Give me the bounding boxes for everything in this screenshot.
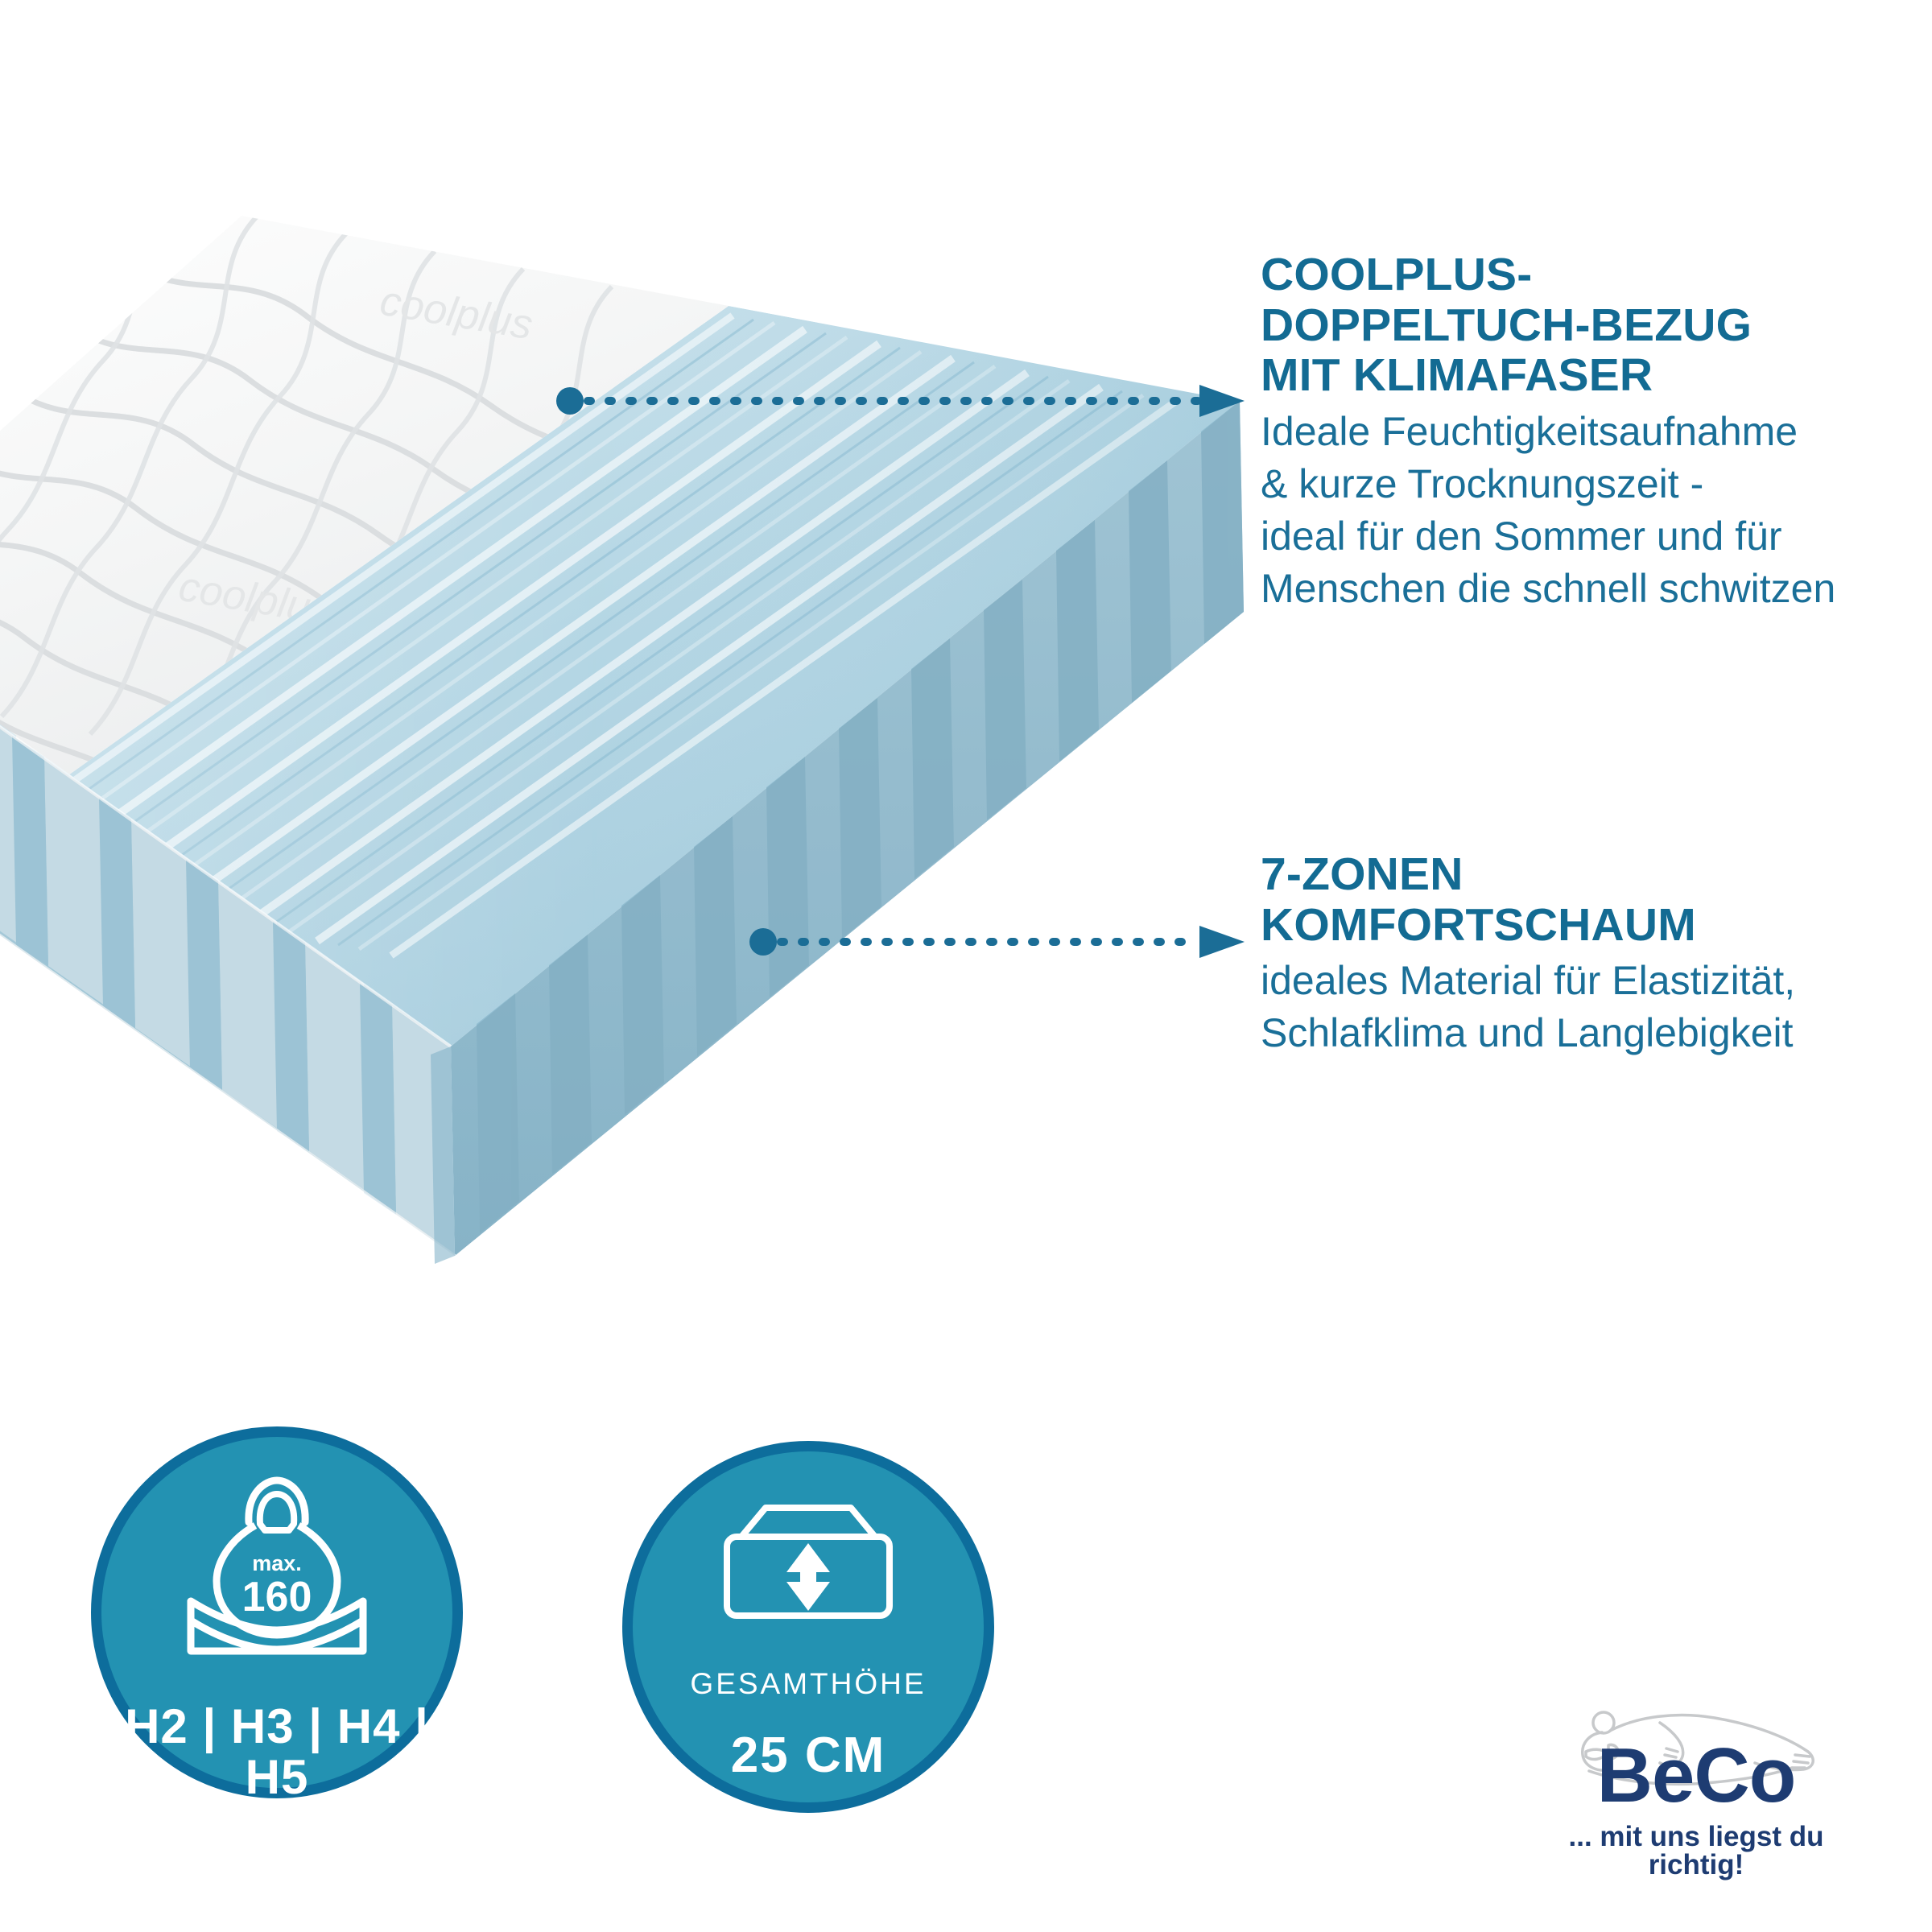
callout-foam-body: ideales Material für Elastizität, Schlaf… xyxy=(1261,958,1796,1056)
callout-cover-heading: COOLPLUS- DOPPELTUCH-BEZUG MIT KLIMAFASE… xyxy=(1261,249,1752,402)
mattress-height-arrow-icon xyxy=(691,1498,925,1627)
leader-line-cover xyxy=(555,378,1264,427)
svg-text:max.: max. xyxy=(252,1551,302,1575)
beco-tagline: ... mit uns liegst du richtig! xyxy=(1568,1821,1824,1880)
badge-firmness-caption: H2 | H3 | H4 | H5 xyxy=(125,1699,429,1804)
callout-foam: 7-ZONEN KOMFORTSCHAUM ideales Material f… xyxy=(1261,849,1905,1059)
kettlebell-on-mattress-icon: max. 160 xyxy=(160,1472,394,1657)
badge-weight-firmness: max. 160 H2 | H3 | H4 | H5 xyxy=(91,1426,463,1802)
callout-cover: COOLPLUS- DOPPELTUCH-BEZUG MIT KLIMAFASE… xyxy=(1261,250,1905,615)
callout-foam-heading: 7-ZONEN KOMFORTSCHAUM xyxy=(1261,848,1696,951)
callout-cover-body: Ideale Feuchtigkeitsaufnahme & kurze Tro… xyxy=(1261,409,1836,612)
beco-wordmark: BeCo xyxy=(1596,1732,1797,1818)
sleeping-bear-icon xyxy=(1557,1699,1839,1815)
mattress-cutaway-photo: coolplus coolplus coolplus xyxy=(0,216,1244,1264)
badge-total-height: GESAMTHÖHE 25 CM xyxy=(622,1441,994,1813)
badge-height-value: 25 CM xyxy=(730,1727,886,1783)
svg-text:160: 160 xyxy=(242,1574,312,1620)
leader-line-foam xyxy=(749,919,1264,968)
badge-height-label: GESAMTHÖHE xyxy=(690,1667,927,1700)
beco-logo: BeCo ... mit uns liegst du richtig! xyxy=(1563,1711,1829,1880)
